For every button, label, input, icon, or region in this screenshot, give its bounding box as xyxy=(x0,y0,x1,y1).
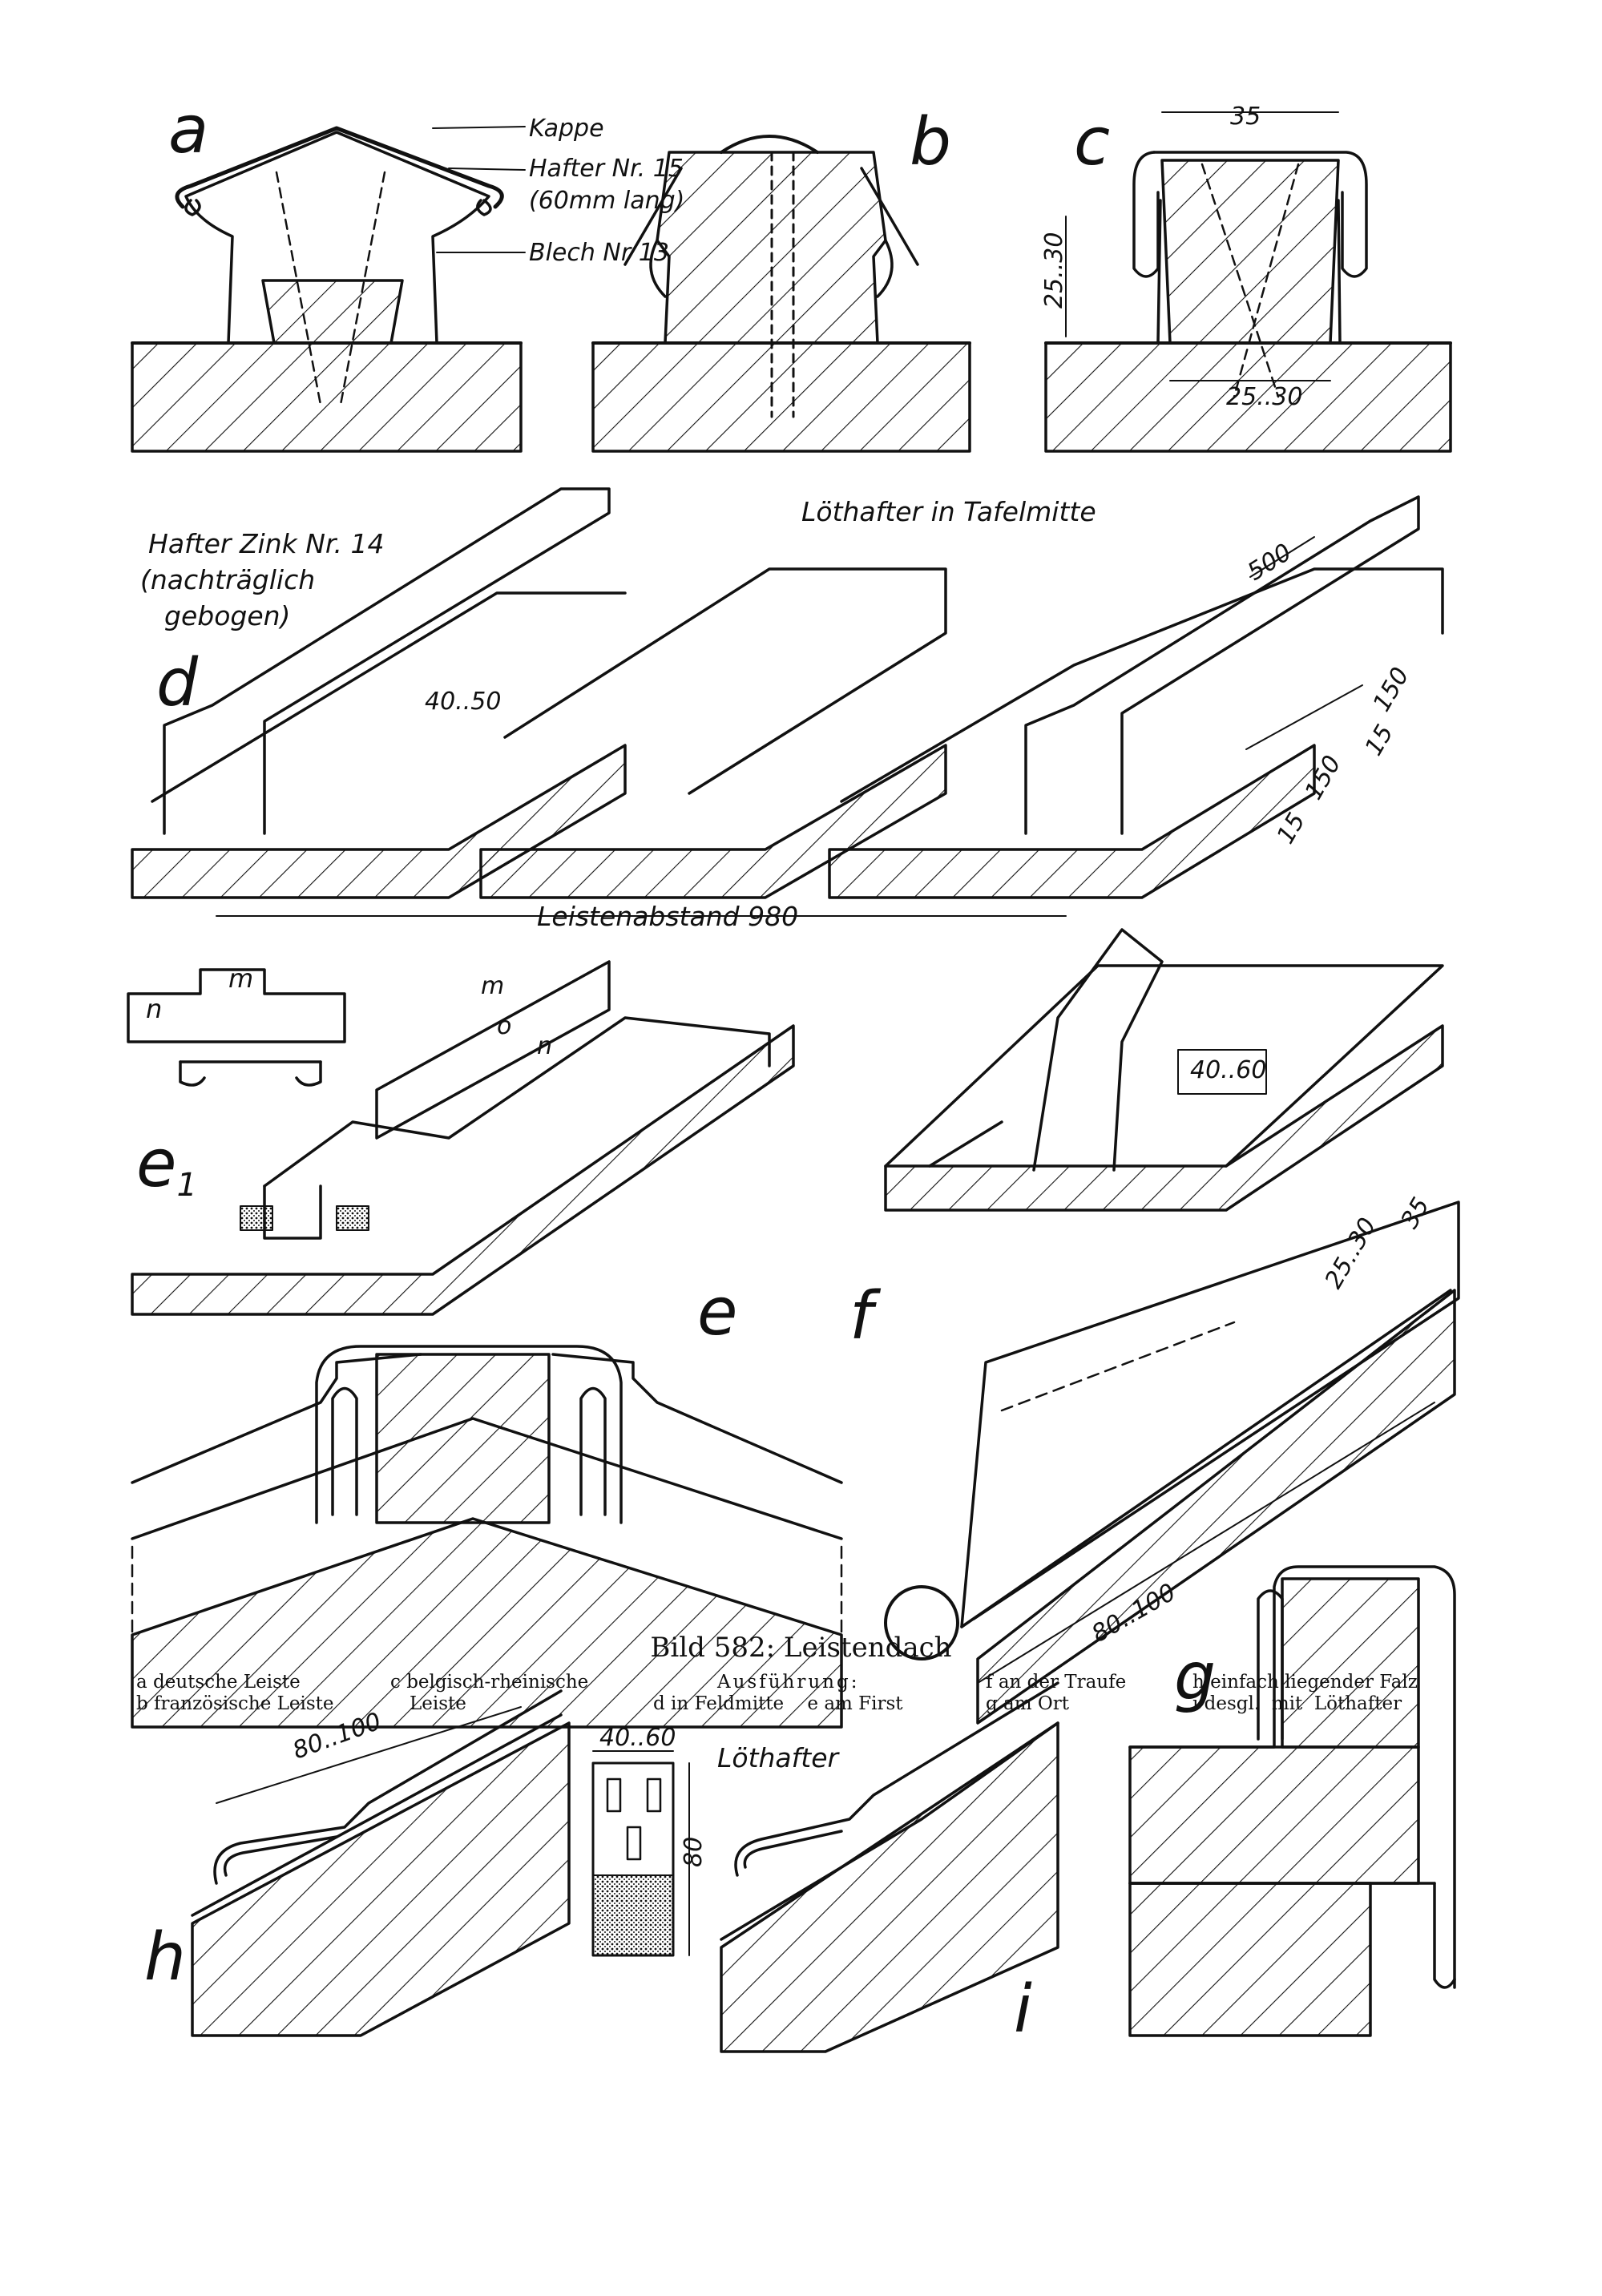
legend-col-3: Ausführung: d in Feldmitte e am First xyxy=(653,1672,903,1715)
figure-a-label-kappe: Kappe xyxy=(529,115,604,143)
figure-f-dim-25-30: 25..30 xyxy=(1320,1213,1382,1293)
legend-col-5: h einfach liegender Falz i desgl. mit Lö… xyxy=(1192,1672,1418,1715)
legend-col-2: c belgisch-rheinische Leiste xyxy=(390,1672,588,1715)
figure-a-label-blech: Blech Nr 13 xyxy=(529,239,669,267)
legend-c-cont: Leiste xyxy=(410,1693,466,1714)
figure-g-am-ort xyxy=(1128,1565,1456,2037)
figure-c-dim-width: 35 xyxy=(1230,103,1261,131)
figure-d-letter: d xyxy=(156,645,199,721)
figure-e1-letter: e1 xyxy=(136,1126,197,1204)
legend-h: h einfach liegender Falz xyxy=(1192,1672,1418,1693)
figure-d-dim-150a: 150 xyxy=(1368,663,1415,716)
legend-b: b französische Leiste xyxy=(136,1693,334,1714)
figure-a-label-hafter: Hafter Nr. 15 xyxy=(529,155,684,183)
figure-h-einfach-liegender-falz xyxy=(191,1689,571,2037)
figure-e-am-first xyxy=(131,1345,843,1729)
figure-d-dim-hafter: 40..50 xyxy=(425,688,501,716)
figure-b-franzoesische-leiste xyxy=(591,135,971,453)
figure-c-dim-height: 25..30 xyxy=(1040,232,1068,309)
figure-loethafter-clip xyxy=(591,1750,690,1957)
figure-f-letter: f xyxy=(849,1278,882,1354)
figure-d-label-nachtraeglich: (nachträglich xyxy=(140,564,315,595)
legend-c: c belgisch-rheinische xyxy=(390,1672,589,1693)
figure-d-label-hafter: Hafter Zink Nr. 14 xyxy=(148,528,384,559)
figure-a-letter: a xyxy=(168,92,208,168)
caption-title: Bild 582: Leistendach xyxy=(650,1632,952,1664)
figure-c-belgisch-rheinische-leiste xyxy=(1044,111,1452,453)
figure-e1-pattern-n: n xyxy=(537,1032,552,1060)
figure-d-label-loethafter: Löthafter in Tafelmitte xyxy=(801,496,1096,527)
figure-e1-pattern-m-top: m xyxy=(228,963,253,994)
legend-col-1: a deutsche Leiste b französische Leiste xyxy=(136,1672,334,1715)
figure-c-dim-base: 25..30 xyxy=(1226,383,1302,411)
figure-d-dim-15a: 15 xyxy=(1360,720,1399,761)
legend-ausfuehrung: Ausführung: xyxy=(717,1672,860,1693)
figure-i-label-loethafter: Löthafter xyxy=(717,1742,841,1773)
clip-dim-width: 40..60 xyxy=(599,1724,676,1752)
legend-f: f an der Traufe xyxy=(986,1672,1127,1693)
figure-f-top-perspective xyxy=(884,928,1444,1212)
figure-e1-pattern-n-side: n xyxy=(146,994,162,1024)
figure-e1-pattern-o: o xyxy=(497,1012,511,1040)
figure-a-label-length: (60mm lang) xyxy=(529,187,684,215)
legend-col-4: f an der Traufe g am Ort xyxy=(986,1672,1126,1715)
figure-i-mit-loethafter xyxy=(720,1681,1059,2053)
figure-a-deutsche-leiste xyxy=(131,126,526,453)
legend-i: i desgl. mit Löthafter xyxy=(1192,1693,1402,1714)
figure-c-letter: c xyxy=(1074,104,1110,180)
figure-d-label-leistenabstand: Leistenabstand 980 xyxy=(537,901,798,932)
figure-h-letter: h xyxy=(144,1919,186,1995)
figure-d-feldmitte xyxy=(131,487,1444,917)
legend-a: a deutsche Leiste xyxy=(136,1672,301,1693)
figure-f-dim-35: 35 xyxy=(1396,1192,1435,1233)
figure-f-an-der-traufe xyxy=(884,1200,1460,1725)
figure-b-letter: b xyxy=(910,104,951,180)
figure-i-letter: i xyxy=(1014,1971,1032,2048)
figure-g-letter: g xyxy=(1174,1639,1216,1715)
figure-e-letter: e xyxy=(697,1274,737,1350)
figure-d-label-gebogen: gebogen) xyxy=(164,600,290,632)
figure-e1-first-detail xyxy=(127,960,795,1316)
clip-dim-height: 80 xyxy=(680,1837,708,1867)
figure-f-dim-clip: 40..60 xyxy=(1190,1056,1266,1084)
legend-g: g am Ort xyxy=(986,1693,1069,1714)
legend-d-e: d in Feldmitte e am First xyxy=(653,1693,903,1714)
figure-e1-pattern-m: m xyxy=(481,972,504,1000)
